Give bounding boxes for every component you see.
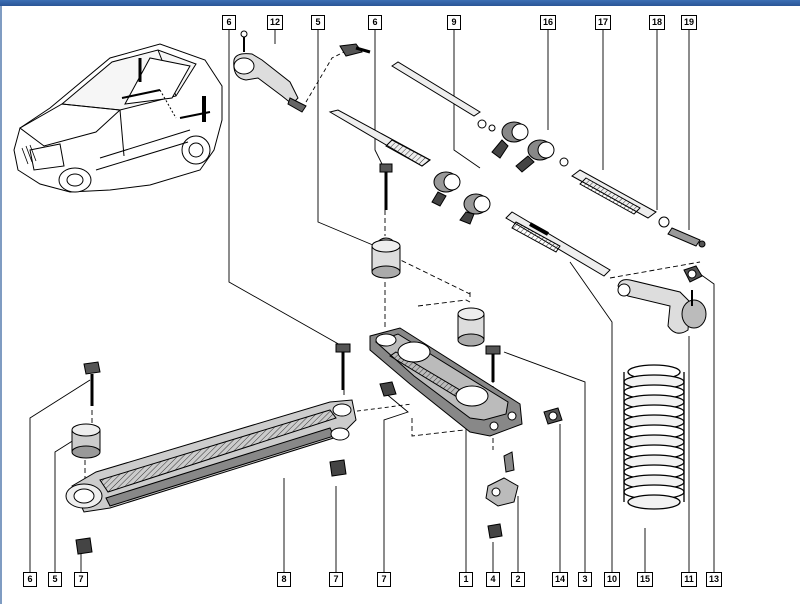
window-frame-left bbox=[0, 6, 2, 604]
callout-18-top: 18 bbox=[649, 15, 665, 30]
bolt-6-arm bbox=[335, 343, 351, 390]
bushing-5-upper bbox=[371, 163, 401, 279]
callout-2-bottom: 2 bbox=[511, 572, 525, 587]
callout-7-bottom-right: 7 bbox=[377, 572, 391, 587]
callout-13-bottom: 13 bbox=[706, 572, 722, 587]
bushing-5-left bbox=[71, 423, 101, 459]
callout-12-top: 12 bbox=[267, 15, 283, 30]
ball-joints-16 bbox=[491, 121, 569, 173]
tie-rod-end-11 bbox=[617, 265, 707, 334]
callout-17-top: 17 bbox=[595, 15, 611, 30]
tie-rods-left bbox=[328, 43, 496, 225]
callout-8-bottom: 8 bbox=[277, 572, 291, 587]
subframe-1 bbox=[369, 327, 523, 437]
callout-7-bottom-left: 7 bbox=[74, 572, 88, 587]
callout-10-bottom: 10 bbox=[604, 572, 620, 587]
callout-5-bottom: 5 bbox=[48, 572, 62, 587]
callout-4-bottom: 4 bbox=[486, 572, 500, 587]
callout-9-top: 9 bbox=[447, 15, 461, 30]
callout-6-top-left: 6 bbox=[222, 15, 236, 30]
tie-rod-end-12 bbox=[233, 30, 307, 113]
tie-rods-right bbox=[505, 169, 706, 277]
nut-14 bbox=[543, 407, 563, 425]
callout-6-bottom: 6 bbox=[23, 572, 37, 587]
bolt-3 bbox=[485, 345, 501, 382]
nut-7-arm bbox=[329, 459, 347, 477]
car-thumbnail bbox=[13, 43, 223, 193]
spring-coil bbox=[627, 494, 681, 510]
callout-15-bottom: 15 bbox=[637, 572, 653, 587]
callout-5-top: 5 bbox=[311, 15, 325, 30]
trailing-arm-8 bbox=[65, 399, 357, 513]
nut-7-center bbox=[379, 381, 397, 397]
callout-11-bottom: 11 bbox=[681, 572, 697, 587]
callout-19-top: 19 bbox=[681, 15, 697, 30]
bushing-5-middle bbox=[457, 307, 485, 347]
callout-6-top-center: 6 bbox=[368, 15, 382, 30]
ball-joint-2 bbox=[485, 451, 519, 539]
bolt-6-left bbox=[83, 361, 101, 406]
callout-16-top: 16 bbox=[540, 15, 556, 30]
callout-14-bottom: 14 bbox=[552, 572, 568, 587]
callout-1-bottom: 1 bbox=[459, 572, 473, 587]
nut-7-left bbox=[75, 537, 93, 555]
callout-7-bottom-center: 7 bbox=[329, 572, 343, 587]
coil-spring-15 bbox=[623, 364, 685, 510]
callout-3-bottom: 3 bbox=[578, 572, 592, 587]
window-titlebar bbox=[0, 0, 800, 6]
